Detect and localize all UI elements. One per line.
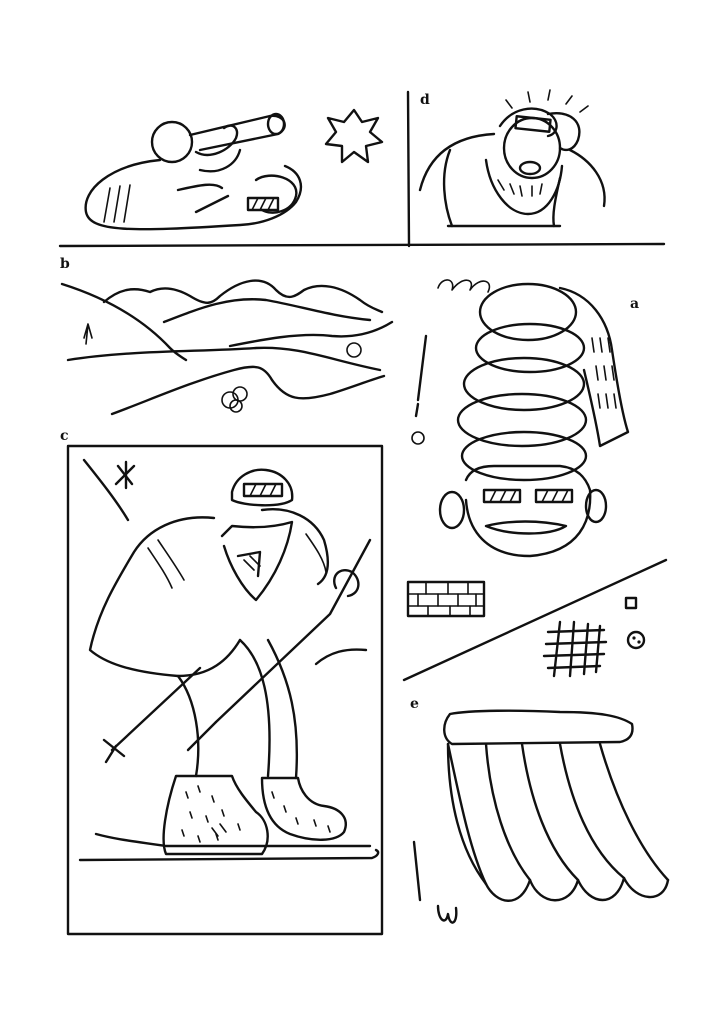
figure-with-headache [418, 89, 606, 228]
panel-label-d: d [420, 92, 430, 108]
panel-label-c: c [60, 428, 69, 444]
grid-sketch-icon [542, 596, 646, 678]
mountain-landscape [60, 279, 394, 416]
figure-with-telescope [84, 112, 303, 231]
striped-awning [443, 709, 670, 902]
stacked-figure-with-scarf [411, 279, 630, 558]
starburst-icon [324, 108, 384, 164]
panel-label-b: b [60, 256, 70, 272]
panel-label-e: e [410, 696, 419, 712]
boot-dots [181, 785, 331, 843]
brick-wall-icon [406, 580, 486, 618]
panel-label-a: a [630, 296, 639, 312]
skier-panel [66, 444, 384, 936]
squiggle-marks [412, 840, 458, 924]
panel-dividers [58, 90, 668, 682]
